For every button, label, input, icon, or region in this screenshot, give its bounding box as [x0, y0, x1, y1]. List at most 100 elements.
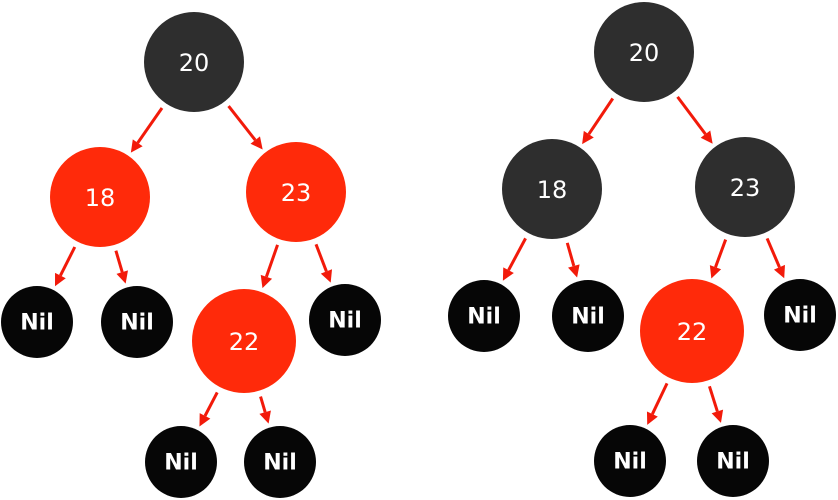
nil-node: Nil [145, 426, 217, 498]
node-label: Nil [328, 309, 362, 334]
red-node: 22 [192, 289, 296, 393]
edge-arrow [708, 385, 724, 423]
black-node: 20 [594, 2, 694, 102]
edge-arrow [709, 239, 728, 279]
black-node: 20 [144, 12, 244, 112]
arrowhead-icon [199, 413, 211, 427]
edge-arrow [582, 97, 615, 145]
node-circle [448, 280, 520, 352]
edge-arrow [314, 243, 333, 283]
edge-line [587, 97, 615, 136]
node-label: Nil [20, 311, 54, 336]
node-circle [640, 279, 744, 383]
edge-arrow [130, 107, 164, 153]
node-circle [695, 137, 795, 237]
node-circle [309, 284, 381, 356]
black-node: 23 [695, 137, 795, 237]
edge-arrow [114, 250, 128, 284]
edge-arrow [646, 382, 669, 425]
nil-node: Nil [448, 280, 520, 352]
node-label: 22 [229, 328, 260, 356]
edge-line [59, 246, 77, 277]
node-label: Nil [263, 451, 297, 476]
node-circle [192, 289, 296, 393]
node-label: 18 [537, 176, 568, 204]
node-label: Nil [613, 450, 647, 475]
node-circle [1, 286, 73, 358]
node-label: 23 [281, 179, 312, 207]
red-node: 22 [640, 279, 744, 383]
node-circle [594, 425, 666, 497]
edge-line [264, 244, 279, 278]
node-label: Nil [571, 305, 605, 330]
edge-arrow [260, 244, 279, 289]
edge-line [314, 243, 328, 272]
edge-arrow [676, 95, 713, 144]
arrowhead-icon [568, 264, 580, 278]
nil-node: Nil [594, 425, 666, 497]
edge-line [708, 385, 719, 412]
arrowhead-icon [646, 411, 658, 425]
node-circle [101, 286, 173, 358]
edge-line [227, 105, 257, 142]
edge-line [565, 242, 576, 267]
arrowhead-icon [130, 139, 143, 153]
edges [55, 105, 333, 427]
node-label: 22 [677, 318, 708, 346]
edge-arrow [227, 105, 263, 150]
arrowhead-icon [260, 274, 273, 289]
arrowhead-icon [55, 272, 66, 287]
arrowhead-icon [773, 264, 785, 279]
edge-arrow [199, 391, 219, 427]
edges [502, 95, 785, 425]
node-circle [50, 147, 150, 247]
nil-node: Nil [552, 280, 624, 352]
nil-node: Nil [1, 286, 73, 358]
edge-line [714, 239, 728, 268]
edge-arrow [55, 246, 77, 287]
node-label: Nil [783, 304, 817, 329]
edge-line [507, 237, 527, 271]
nil-node: Nil [764, 279, 836, 351]
edge-line [651, 382, 669, 415]
black-node: 18 [502, 139, 602, 239]
edge-arrow [565, 242, 580, 278]
arrowhead-icon [582, 130, 594, 145]
arrowhead-icon [250, 136, 263, 150]
node-label: 20 [179, 49, 210, 77]
node-circle [764, 279, 836, 351]
arrowhead-icon [116, 270, 128, 284]
node-circle [144, 12, 244, 112]
node-label: 23 [730, 174, 761, 202]
edge-line [259, 396, 267, 413]
red-node: 18 [50, 147, 150, 247]
node-label: Nil [164, 451, 198, 476]
edge-line [765, 237, 781, 268]
nil-node: Nil [101, 286, 173, 358]
arrowhead-icon [709, 265, 722, 279]
edge-arrow [765, 237, 785, 279]
node-circle [594, 2, 694, 102]
node-label: Nil [716, 450, 750, 475]
edge-line [203, 391, 219, 417]
arrowhead-icon [320, 269, 333, 283]
arrowhead-icon [711, 409, 724, 423]
arrowhead-icon [700, 130, 713, 144]
node-label: 20 [629, 39, 660, 67]
node-circle [145, 426, 217, 498]
node-label: Nil [120, 311, 154, 336]
node-circle [552, 280, 624, 352]
nil-node: Nil [697, 425, 769, 497]
node-label: 18 [85, 184, 116, 212]
node-circle [697, 425, 769, 497]
node-circle [244, 426, 316, 498]
nil-node: Nil [309, 284, 381, 356]
node-circle [246, 142, 346, 242]
edge-line [114, 250, 124, 273]
node-label: Nil [467, 305, 501, 330]
edge-arrow [259, 396, 271, 424]
